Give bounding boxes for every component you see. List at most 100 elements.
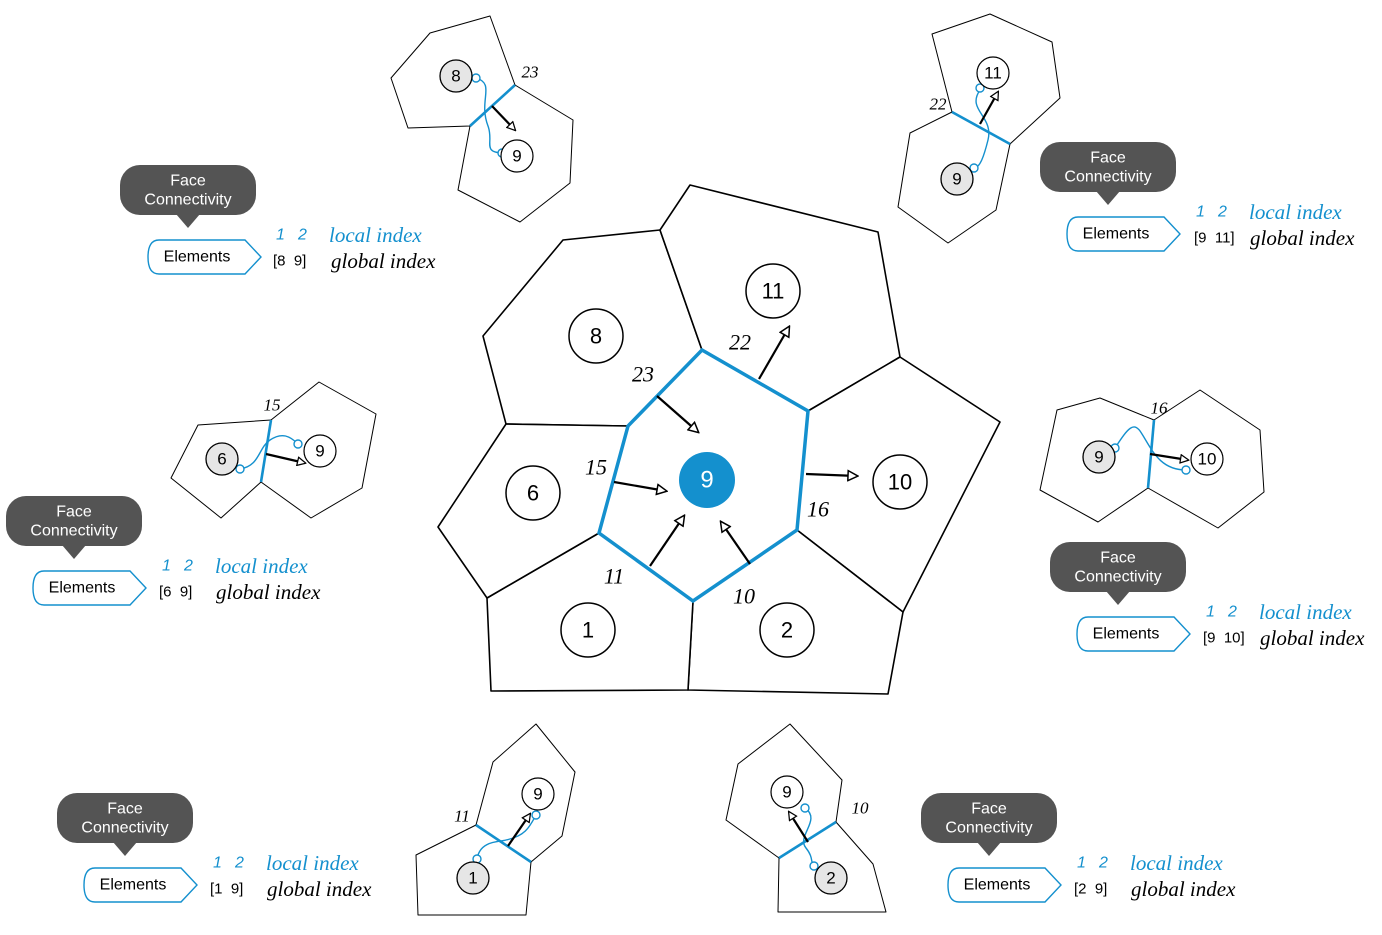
svg-text:11: 11	[984, 64, 1002, 83]
node-8-label: 8	[590, 324, 602, 349]
svg-text:Connectivity: Connectivity	[1074, 569, 1161, 586]
mini-diagram-11: 9 1 11	[415, 723, 576, 916]
callout-bottom-left: Face Connectivity Elements 1 2 local ind…	[57, 793, 372, 903]
svg-text:9: 9	[533, 785, 542, 804]
node-2	[759, 602, 815, 658]
svg-text:Connectivity: Connectivity	[1064, 169, 1151, 186]
svg-text:Face: Face	[56, 504, 92, 521]
callout-top-left: Face Connectivity Elements 1 2 local ind…	[120, 165, 436, 275]
svg-text:global index: global index	[1131, 877, 1236, 901]
svg-text:Connectivity: Connectivity	[945, 820, 1032, 837]
svg-text:Connectivity: Connectivity	[30, 523, 117, 540]
svg-text:23: 23	[522, 63, 539, 82]
svg-text:local index: local index	[215, 554, 308, 578]
arrow-face-10	[721, 522, 751, 565]
node-9-label: 9	[700, 467, 713, 494]
svg-text:local index: local index	[1249, 200, 1342, 224]
svg-text:1: 1	[1077, 855, 1086, 872]
node-1-label: 1	[582, 618, 594, 643]
svg-text:15: 15	[264, 396, 281, 415]
svg-text:1: 1	[213, 855, 222, 872]
svg-text:Connectivity: Connectivity	[81, 820, 168, 837]
global-index-label: global index	[331, 249, 436, 273]
svg-text:1: 1	[468, 869, 477, 888]
bubble-line-1: Face	[170, 173, 206, 190]
svg-text:Elements: Elements	[1083, 226, 1150, 243]
svg-text:16: 16	[1151, 399, 1169, 418]
node-1	[560, 602, 616, 658]
elements-tag: Elements	[164, 249, 231, 266]
svg-text:9: 9	[952, 170, 961, 189]
mini-diagram-16: 9 10 16	[1039, 389, 1265, 529]
node-6-label: 6	[527, 481, 539, 506]
callout-mid-right: Face Connectivity Elements 1 2 local ind…	[1050, 542, 1365, 652]
svg-text:1: 1	[276, 227, 285, 244]
svg-text:22: 22	[930, 95, 948, 114]
svg-text:Elements: Elements	[964, 877, 1031, 894]
face-label-23: 23	[632, 362, 654, 387]
bubble-line-2: Connectivity	[144, 192, 231, 209]
local-index-label: local index	[329, 223, 422, 247]
svg-text:1: 1	[1206, 604, 1215, 621]
svg-text:Face: Face	[1100, 550, 1136, 567]
svg-text:local index: local index	[1259, 600, 1352, 624]
svg-text:local index: local index	[1130, 851, 1223, 875]
svg-text:global index: global index	[267, 877, 372, 901]
svg-text:2: 2	[1098, 855, 1108, 872]
svg-text:[9 10]: [9 10]	[1203, 630, 1245, 647]
face-label-22: 22	[729, 330, 751, 355]
node-11	[745, 263, 801, 319]
node-10-label: 10	[888, 470, 912, 495]
svg-text:Face: Face	[107, 801, 143, 818]
svg-text:[1 9]: [1 9]	[210, 881, 243, 898]
mini-diagram-10: 9 2 10	[725, 723, 887, 913]
node-2-label: 2	[781, 618, 793, 643]
svg-text:8: 8	[451, 67, 460, 86]
node-10	[872, 454, 928, 510]
face-label-11: 11	[604, 564, 624, 589]
svg-text:2: 2	[1217, 204, 1227, 221]
arrow-face-22	[758, 327, 789, 380]
element-9-boundary	[596, 348, 810, 604]
arrow-face-15	[613, 480, 666, 491]
svg-text:6: 6	[217, 450, 226, 469]
svg-text:global index: global index	[216, 580, 321, 604]
mini-diagram-22: 11 9 22	[897, 13, 1061, 244]
svg-text:Face: Face	[1090, 150, 1126, 167]
svg-text:2: 2	[234, 855, 244, 872]
svg-text:10: 10	[1198, 450, 1217, 469]
svg-text:9: 9	[1094, 448, 1103, 467]
callout-bottom-right: Face Connectivity Elements 1 2 local ind…	[921, 793, 1236, 903]
svg-text:2: 2	[1227, 604, 1237, 621]
svg-text:9: 9	[315, 442, 324, 461]
arrow-face-11	[649, 516, 684, 567]
svg-text:[9 11]: [9 11]	[1194, 230, 1235, 247]
svg-text:[2 9]: [2 9]	[1074, 881, 1107, 898]
central-mesh: 8 11 6 10 1 2 9 11 10 15 16 23 22	[437, 184, 1001, 695]
svg-text:2: 2	[183, 558, 193, 575]
svg-text:[6 9]: [6 9]	[159, 584, 192, 601]
mini-diagram-15: 6 9 15	[170, 381, 377, 519]
global-index-values: [8 9]	[273, 253, 306, 270]
svg-text:Elements: Elements	[1093, 626, 1160, 643]
svg-text:9: 9	[782, 783, 791, 802]
svg-text:1: 1	[162, 558, 171, 575]
svg-text:9: 9	[512, 147, 521, 166]
svg-text:2: 2	[297, 227, 307, 244]
face-label-16: 16	[807, 497, 829, 522]
svg-text:local index: local index	[266, 851, 359, 875]
node-8	[568, 308, 624, 364]
svg-text:Elements: Elements	[100, 877, 167, 894]
node-11-label: 11	[762, 279, 785, 304]
svg-text:global index: global index	[1250, 226, 1355, 250]
callout-top-right: Face Connectivity Elements 1 2 local ind…	[1040, 142, 1355, 252]
face-label-10: 10	[733, 584, 755, 609]
arrow-face-23	[656, 395, 698, 432]
callout-mid-left: Face Connectivity Elements 1 2 local ind…	[6, 496, 321, 606]
face-label-15: 15	[585, 455, 607, 480]
svg-text:10: 10	[852, 799, 870, 818]
arrow-face-16	[805, 474, 857, 476]
node-9-center	[679, 452, 735, 508]
svg-text:2: 2	[826, 869, 835, 888]
